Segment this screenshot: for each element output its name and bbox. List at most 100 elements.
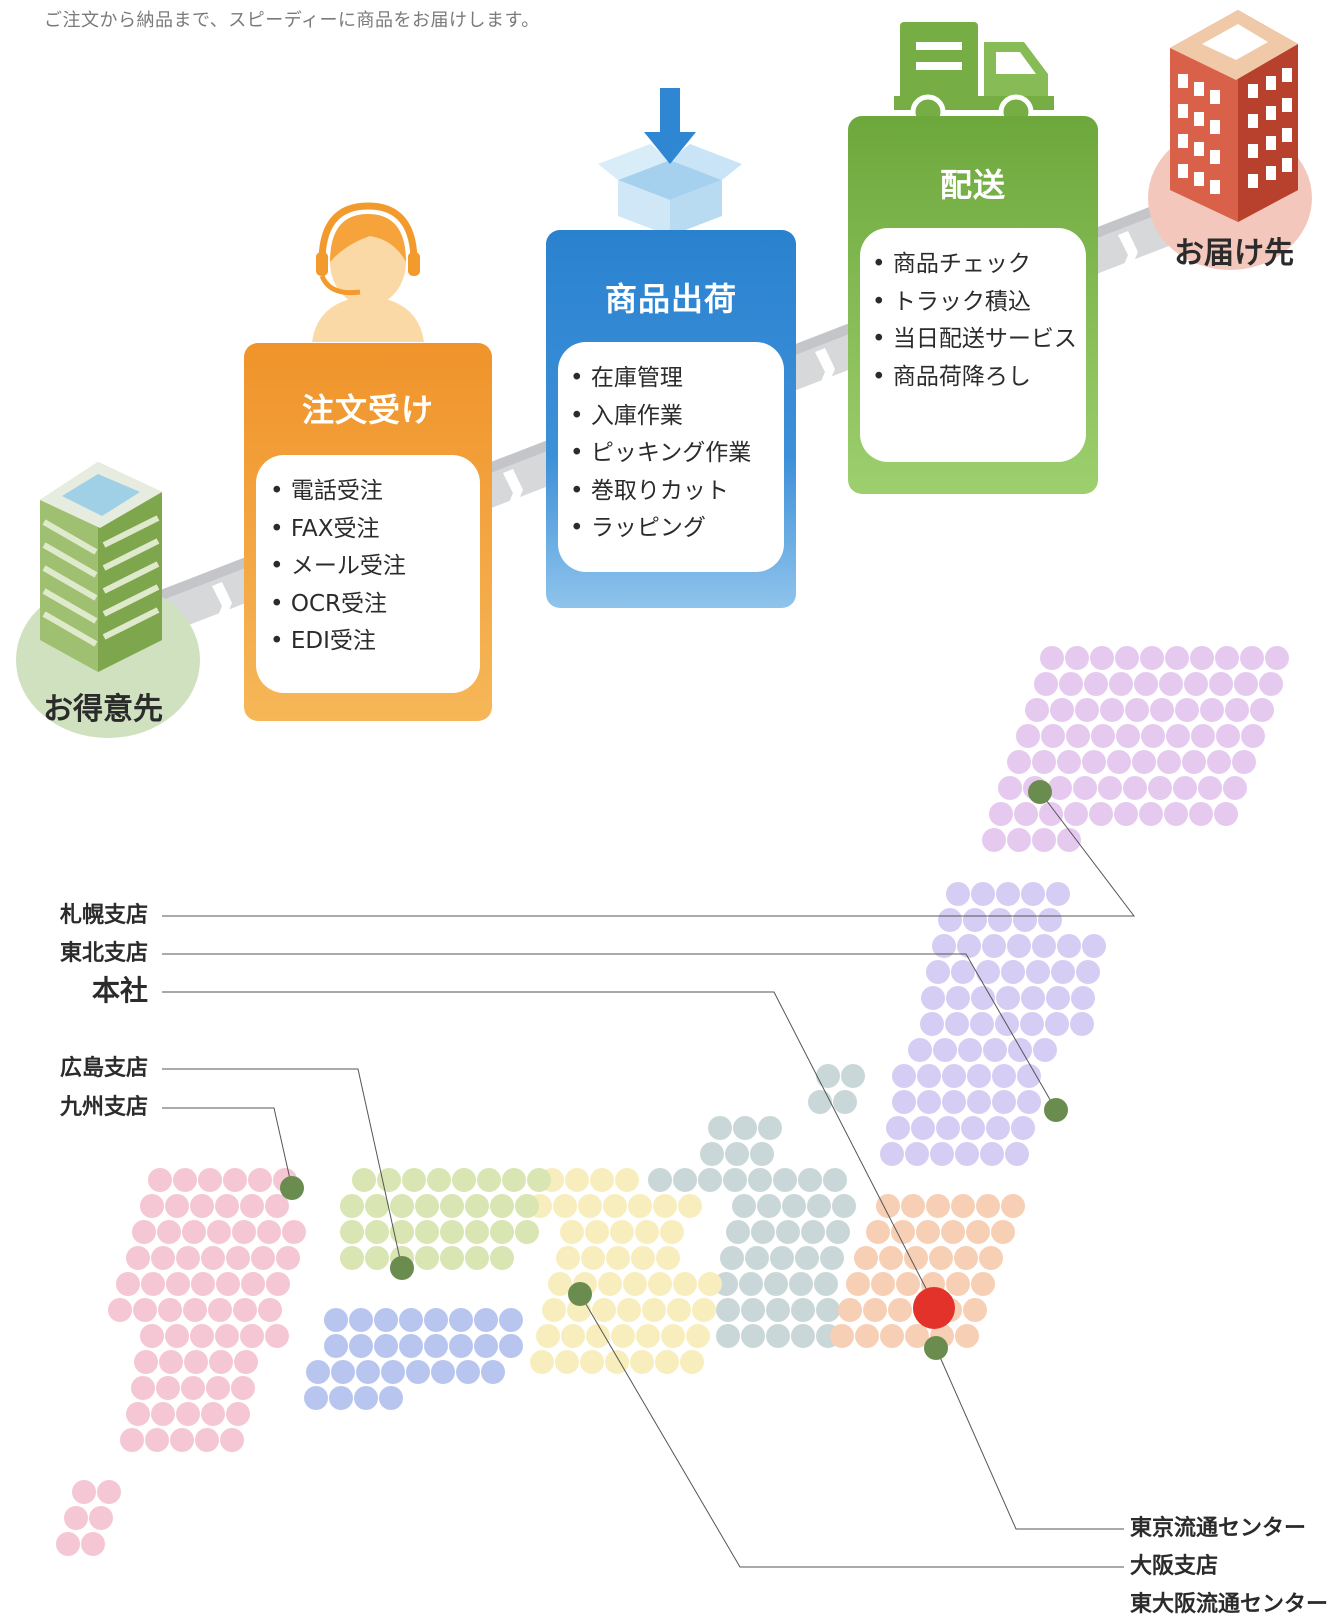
map-dot: [983, 1038, 1007, 1062]
list-item: ピッキング作業: [570, 435, 784, 473]
map-dot: [201, 1246, 225, 1270]
map-dot: [580, 1350, 604, 1374]
map-dot: [896, 1272, 920, 1296]
map-dot: [954, 1246, 978, 1270]
map-dot: [158, 1298, 182, 1322]
map-dot: [716, 1298, 740, 1322]
map-dot: [133, 1298, 157, 1322]
map-dot: [490, 1246, 514, 1270]
map-dot: [515, 1220, 539, 1244]
map-dot: [215, 1194, 239, 1218]
map-dot: [1232, 750, 1256, 774]
map-dot: [932, 934, 956, 958]
map-dot: [390, 1220, 414, 1244]
map-dot: [349, 1308, 373, 1332]
map-dot: [725, 1142, 749, 1166]
map-dot: [720, 1246, 744, 1270]
map-dot: [581, 1246, 605, 1270]
map-dot: [998, 776, 1022, 800]
map-dot: [379, 1386, 403, 1410]
map-dot: [830, 1324, 854, 1348]
map-dot: [399, 1334, 423, 1358]
map-dot: [1082, 934, 1106, 958]
map-dot: [1157, 750, 1181, 774]
map-dot: [726, 1220, 750, 1244]
map-dot: [440, 1220, 464, 1244]
map-dot: [905, 1324, 929, 1348]
map-dot: [1076, 960, 1100, 984]
map-dot: [502, 1168, 526, 1192]
map-dot: [880, 1142, 904, 1166]
map-dot: [1091, 724, 1115, 748]
map-dot: [232, 1220, 256, 1244]
map-dot: [1148, 776, 1172, 800]
map-dot: [1040, 646, 1064, 670]
map-dot: [578, 1194, 602, 1218]
branch-label-osaka: 大阪支店: [1130, 1554, 1219, 1579]
list-item: 巻取りカット: [570, 473, 784, 511]
map-dot: [741, 1324, 765, 1348]
map-dot: [642, 1298, 666, 1322]
map-dot: [131, 1376, 155, 1400]
map-dot: [917, 1090, 941, 1114]
map-dot: [231, 1376, 255, 1400]
map-dot: [148, 1168, 172, 1192]
office-marker: [280, 1176, 304, 1200]
map-dot: [648, 1168, 672, 1192]
map-dot: [530, 1350, 554, 1374]
map-dot: [698, 1272, 722, 1296]
branch-label-tohoku: 東北支店: [60, 941, 149, 966]
office-marker: [1028, 780, 1052, 804]
map-dot: [452, 1168, 476, 1192]
map-dot: [1057, 934, 1081, 958]
map-dot: [976, 960, 1000, 984]
map-dot: [181, 1376, 205, 1400]
map-dot: [936, 1116, 960, 1140]
branch-label-higashi-osaka-center: 東大阪流通センター: [1130, 1592, 1329, 1617]
map-dot: [971, 1272, 995, 1296]
map-dot: [340, 1220, 364, 1244]
map-dot: [215, 1324, 239, 1348]
map-dot: [226, 1402, 250, 1426]
map-dot: [732, 1194, 756, 1218]
map-dot: [198, 1168, 222, 1192]
map-dot: [474, 1308, 498, 1332]
map-dot: [356, 1360, 380, 1384]
map-dot: [216, 1272, 240, 1296]
map-dot: [1045, 1012, 1069, 1036]
map-dot: [942, 1064, 966, 1088]
map-dot: [603, 1194, 627, 1218]
location-markers: [280, 780, 1068, 1360]
map-dot: [108, 1298, 132, 1322]
map-dot: [841, 1064, 865, 1088]
map-dot: [151, 1402, 175, 1426]
map-dot: [1007, 934, 1031, 958]
map-dot: [766, 1298, 790, 1322]
map-dot: [808, 1090, 832, 1114]
map-dot: [951, 960, 975, 984]
map-dot: [431, 1360, 455, 1384]
map-dot: [440, 1246, 464, 1270]
list-item: FAX受注: [270, 511, 480, 549]
map-dot: [156, 1376, 180, 1400]
map-dot: [209, 1350, 233, 1374]
map-dot: [266, 1272, 290, 1296]
map-dot: [963, 908, 987, 932]
map-dot: [630, 1350, 654, 1374]
map-dot: [240, 1324, 264, 1348]
map-dot: [801, 1220, 825, 1244]
map-dot: [946, 986, 970, 1010]
list-item: 電話受注: [270, 473, 480, 511]
map-dot: [1100, 698, 1124, 722]
map-dot: [1223, 776, 1247, 800]
map-dot: [465, 1194, 489, 1218]
map-dot: [548, 1272, 572, 1296]
map-dot: [773, 1168, 797, 1192]
map-dot: [605, 1350, 629, 1374]
map-dot: [617, 1298, 641, 1322]
map-dot: [863, 1298, 887, 1322]
map-dot: [536, 1324, 560, 1348]
map-dot: [449, 1308, 473, 1332]
map-dot: [1134, 672, 1158, 696]
map-dot: [1265, 646, 1289, 670]
